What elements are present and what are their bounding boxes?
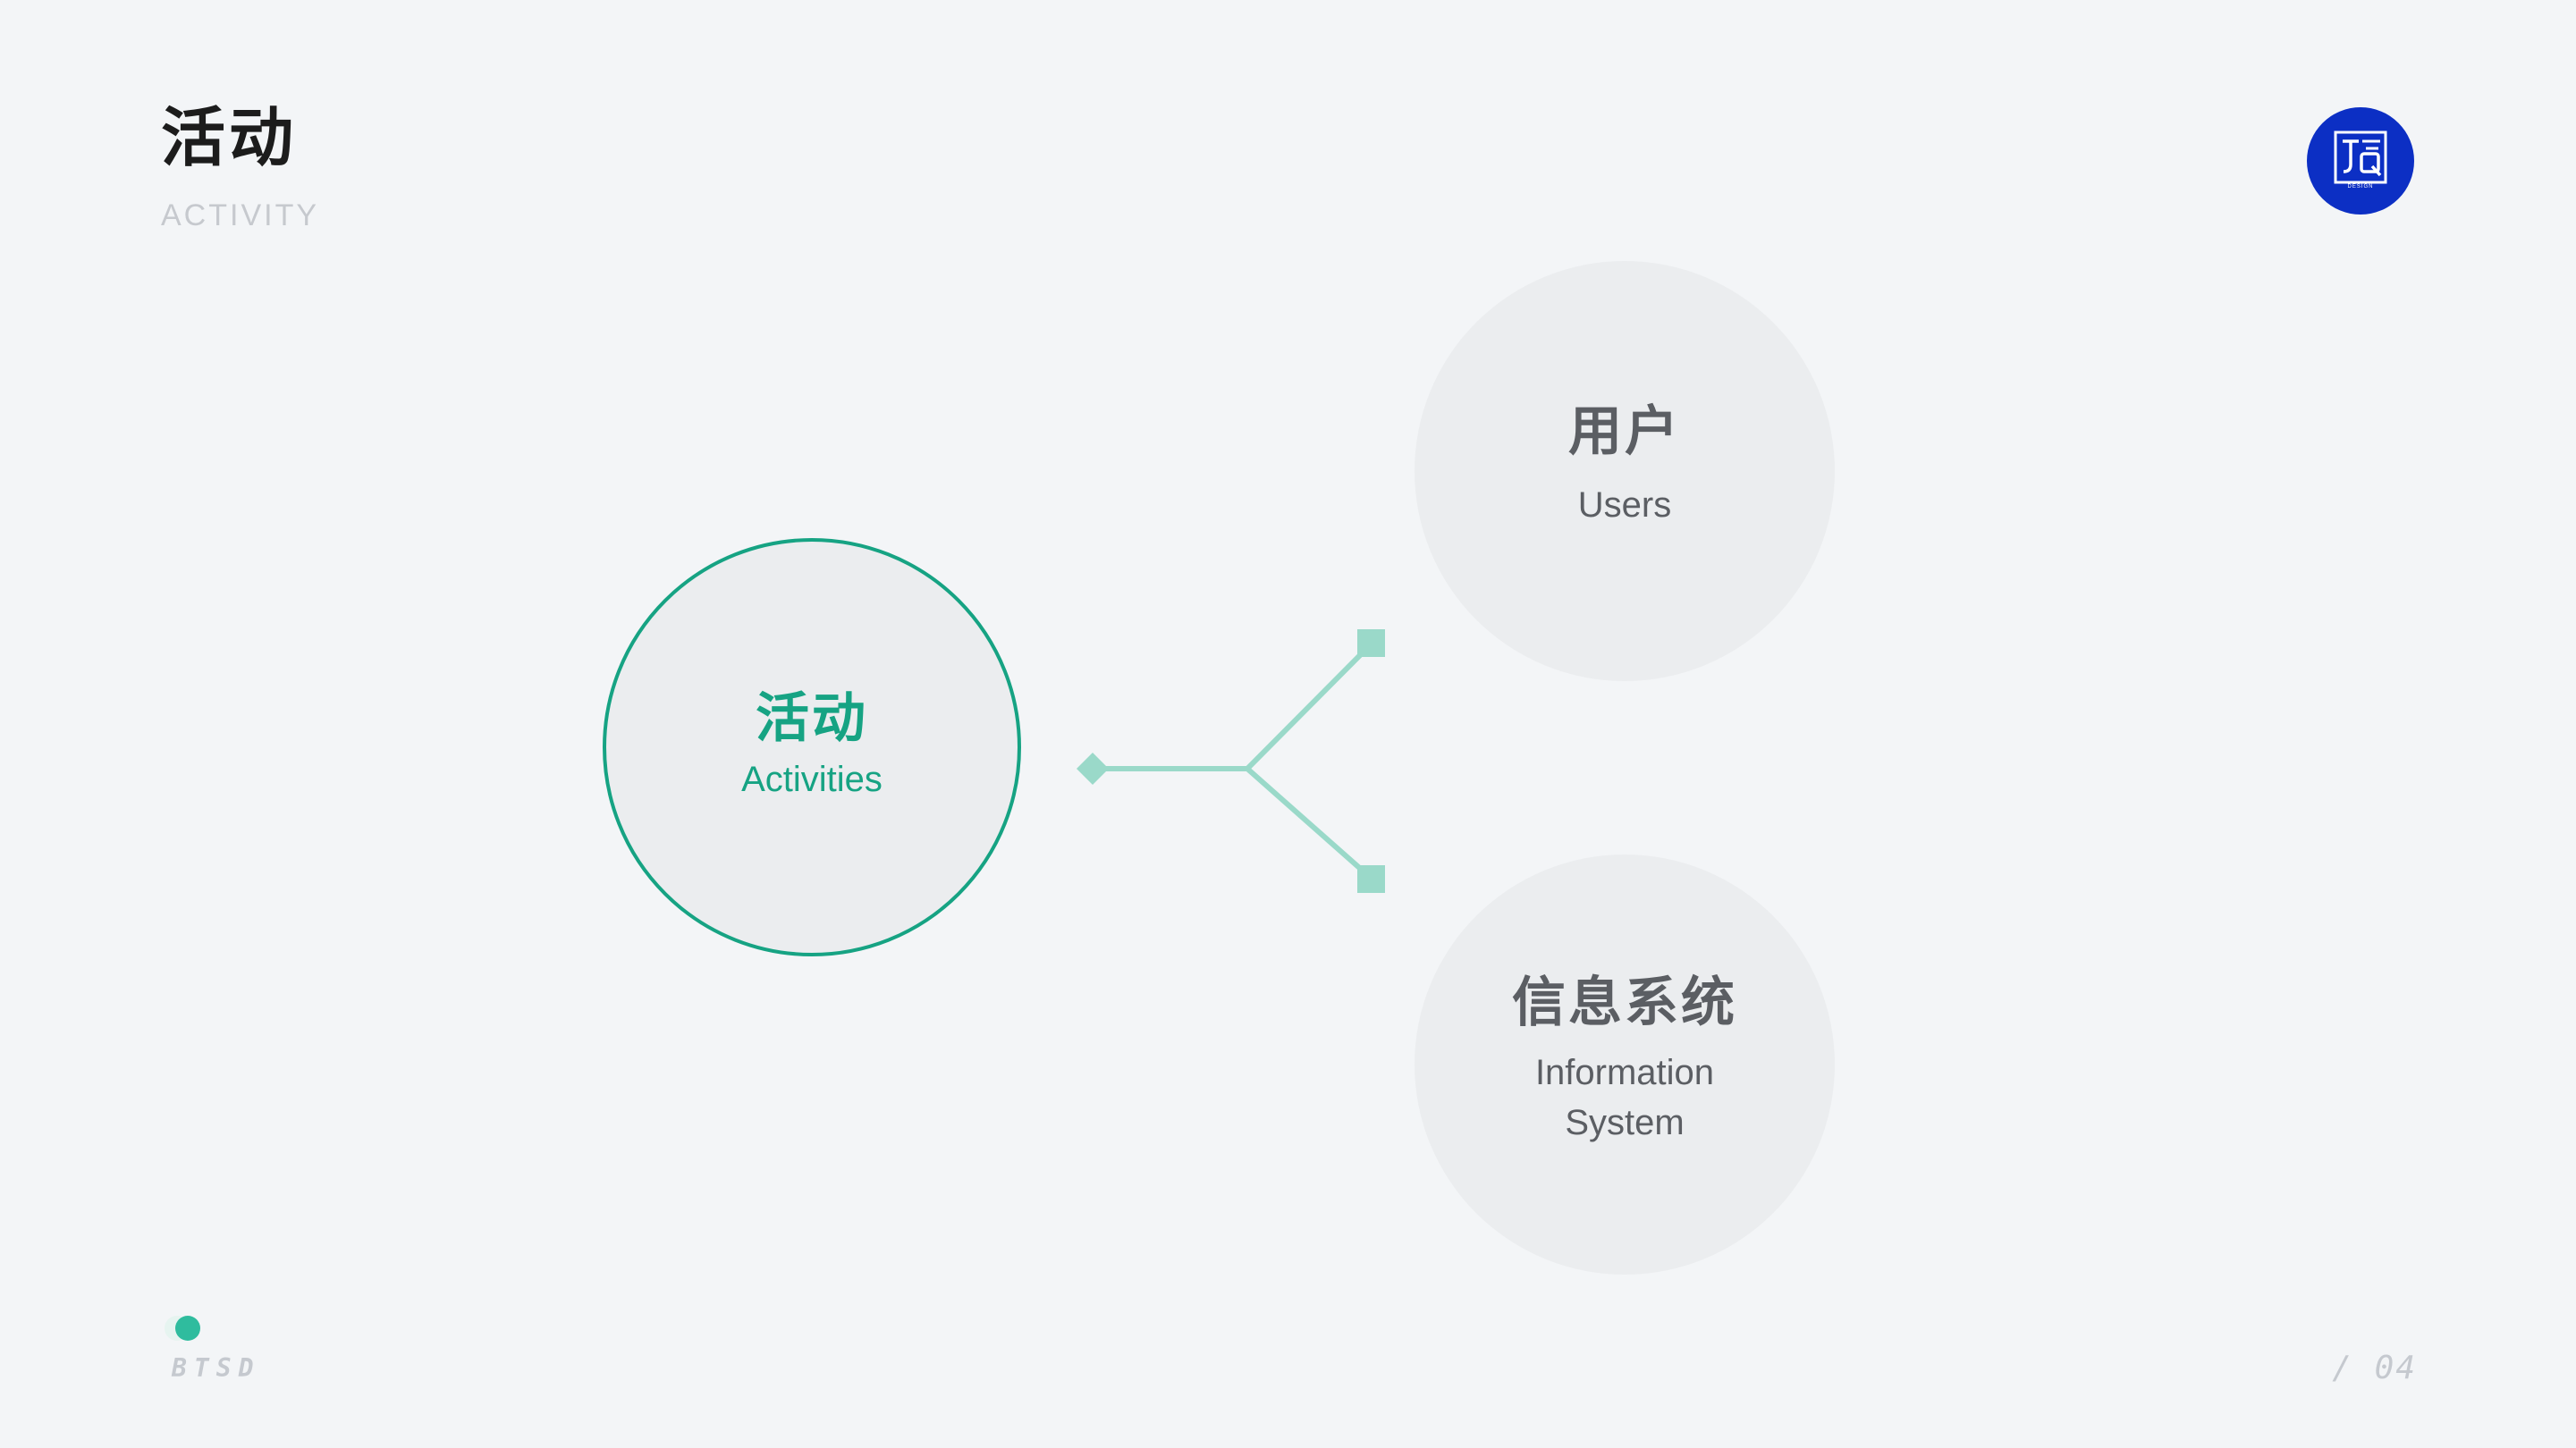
page-subtitle: ACTIVITY bbox=[161, 198, 320, 232]
page-title: 活动 bbox=[161, 100, 298, 175]
activities-node-subtitle: Activities bbox=[741, 760, 883, 799]
users-node-title: 用户 bbox=[1568, 400, 1681, 463]
activities-node: 活动 Activities bbox=[603, 538, 1021, 956]
brand-mark: BTSD bbox=[172, 1353, 261, 1383]
logo: DESIGN bbox=[2307, 107, 2414, 215]
activities-node-title: 活动 bbox=[756, 687, 868, 750]
information-system-node-subtitle: Information System bbox=[1534, 1053, 1715, 1142]
users-node-subtitle: Users bbox=[1577, 485, 1672, 525]
users-node: 用户 Users bbox=[1415, 261, 1835, 681]
page-number: / 04 bbox=[2332, 1350, 2417, 1386]
connector-upper-square-marker bbox=[1357, 629, 1385, 657]
connector-lower-branch-line bbox=[1246, 766, 1373, 881]
information-system-node-title: 信息系统 bbox=[1512, 972, 1737, 1034]
connector-upper-branch-line bbox=[1245, 641, 1374, 771]
jq-design-logo-icon bbox=[2334, 130, 2387, 184]
information-system-node: 信息系统 Information System bbox=[1415, 854, 1835, 1275]
brand-dot bbox=[175, 1316, 200, 1341]
connector-diamond-marker bbox=[1077, 753, 1109, 785]
connector-lower-square-marker bbox=[1357, 865, 1385, 893]
logo-text: DESIGN bbox=[2347, 184, 2374, 189]
